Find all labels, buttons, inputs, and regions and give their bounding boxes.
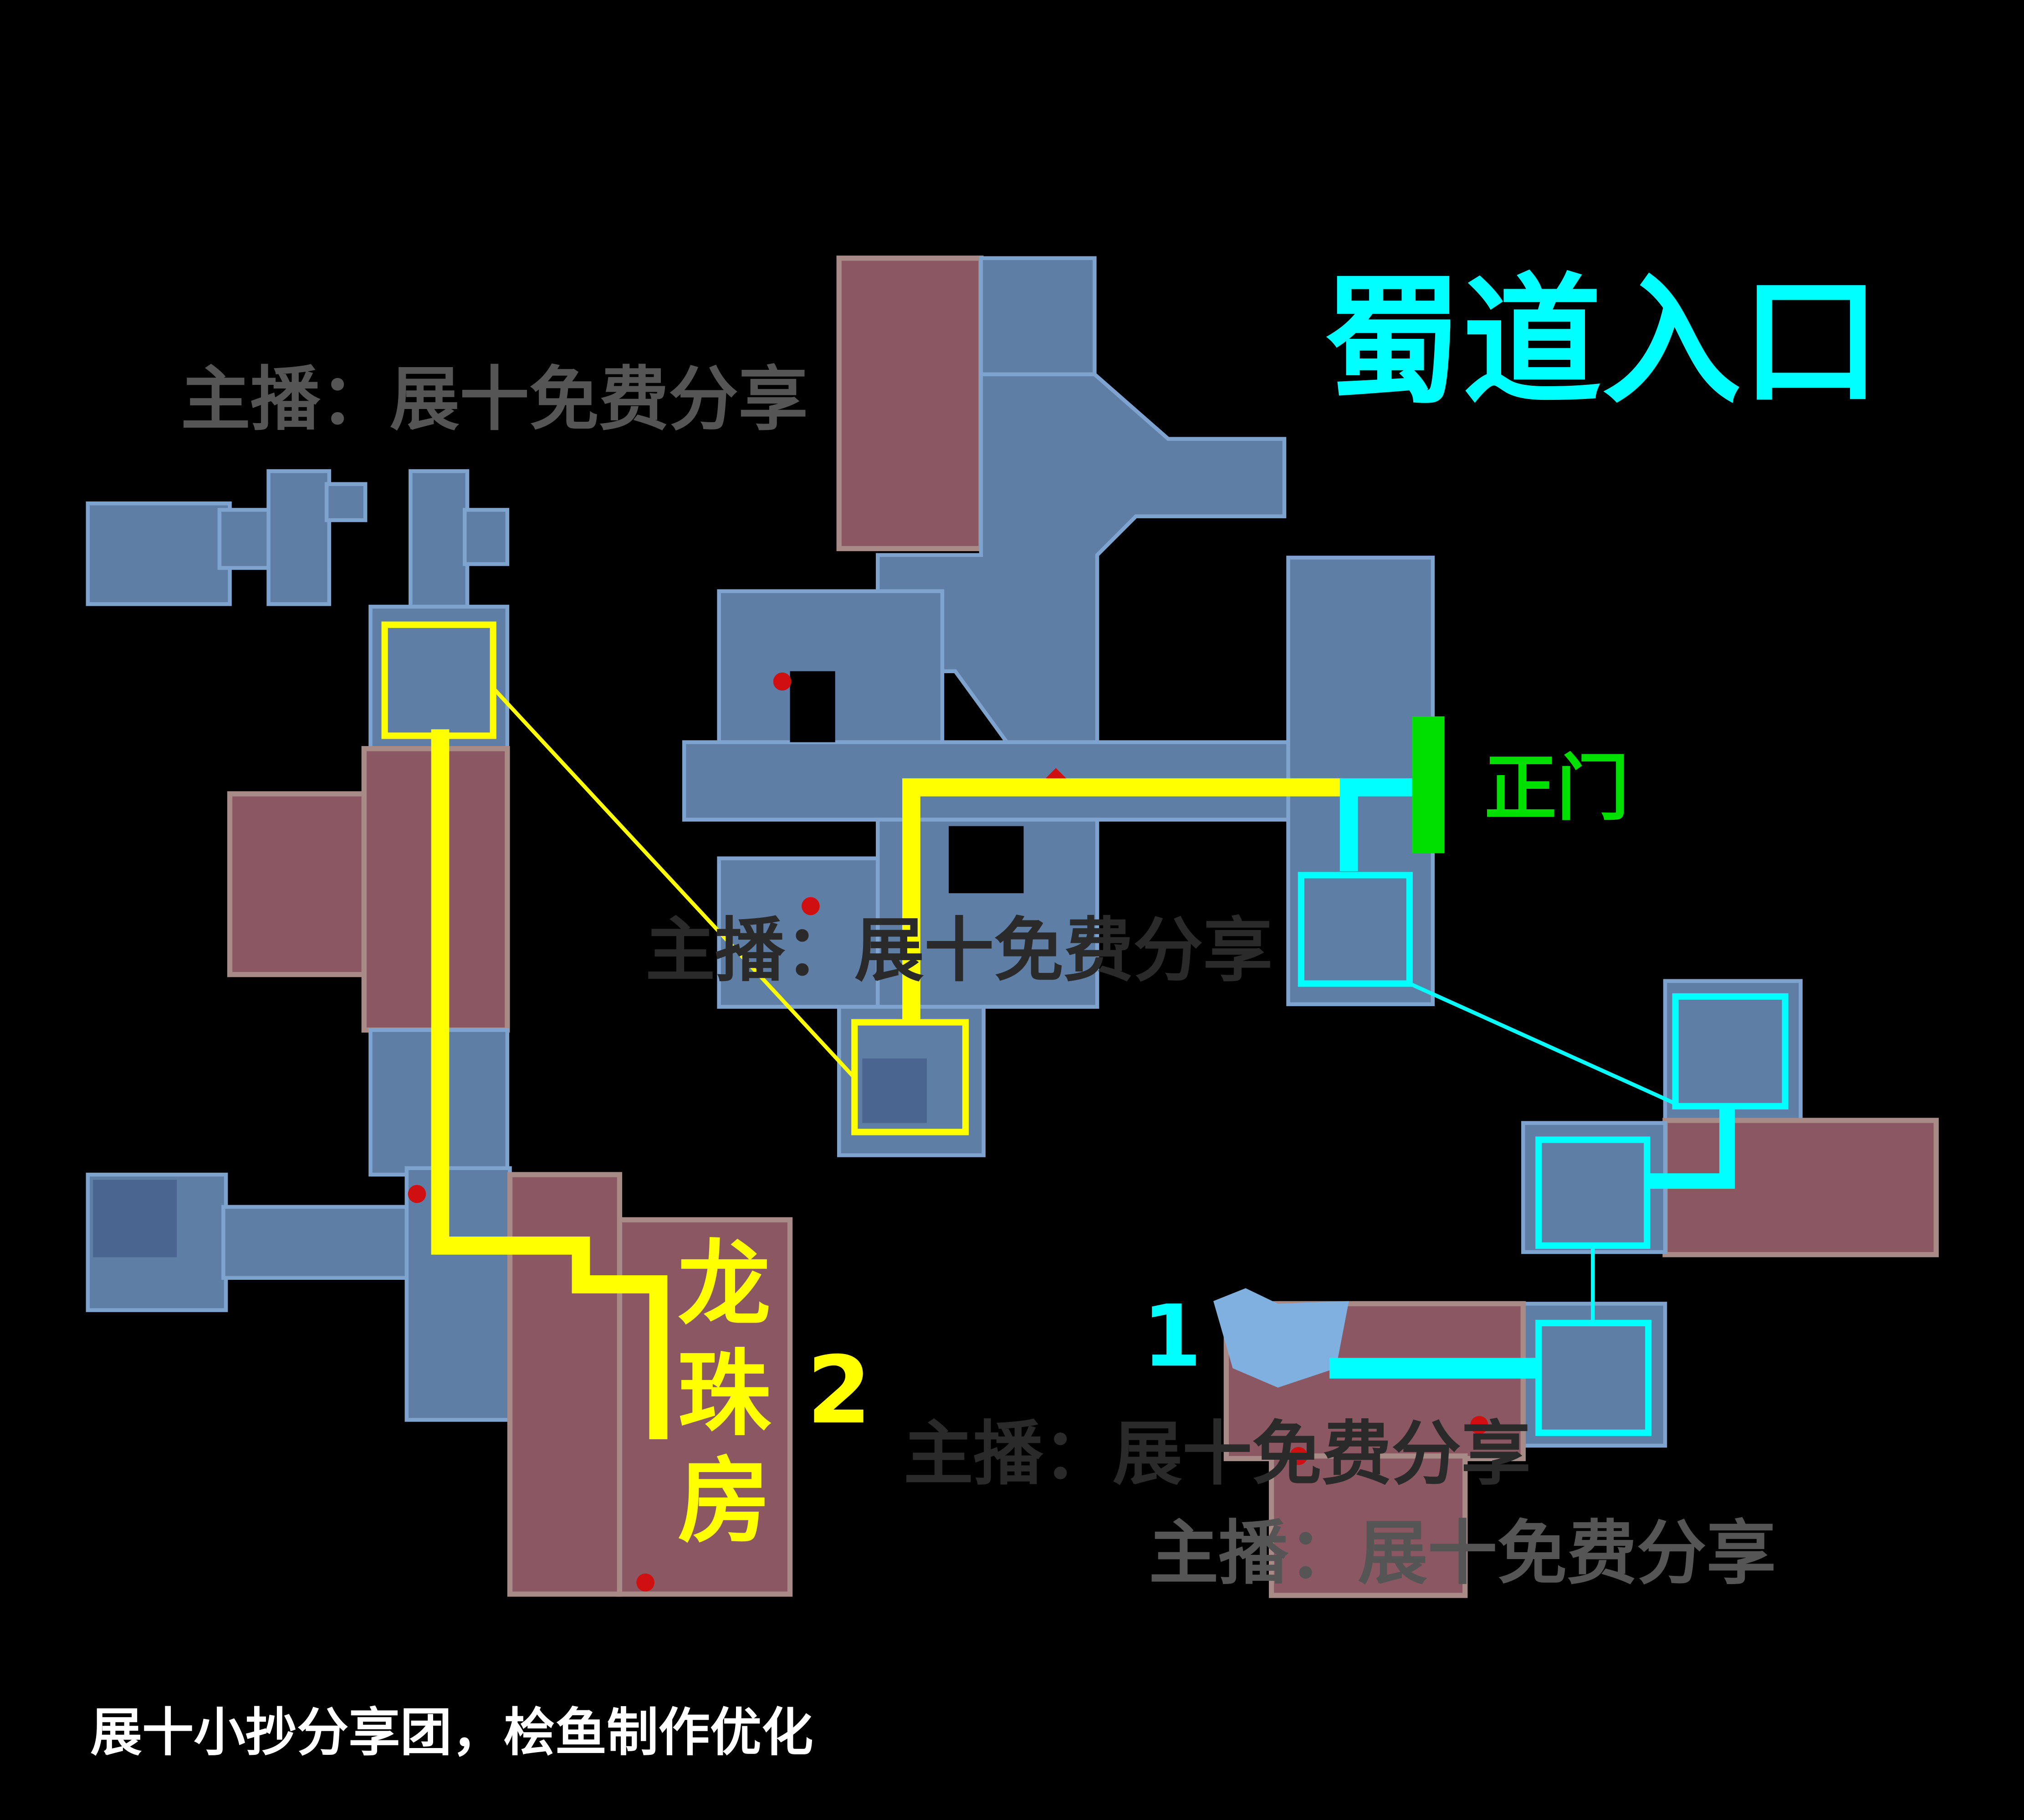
room-label-char: 龙 (678, 1231, 771, 1339)
boss-statue-icon (1213, 1288, 1349, 1388)
door-marker-icon (1043, 768, 1069, 781)
map-title: 蜀道入口 (1323, 261, 1881, 423)
cyan-route (1298, 778, 1789, 1436)
yellow-route (381, 621, 1343, 1439)
door-marker-icon (1289, 1447, 1308, 1465)
room-label-char: 房 (678, 1448, 771, 1556)
door-marker-icon (1470, 1416, 1488, 1434)
red-room (227, 791, 381, 977)
marker-one: 1 (1142, 1287, 1201, 1386)
main-entrance-marker (1412, 716, 1445, 854)
door-marker-icon (636, 1573, 654, 1592)
entrance-label: 正门 (1484, 746, 1629, 830)
watermark: 主播：展十免费分享 (904, 1414, 1531, 1495)
footer-credit: 展十小抄分享团，桧鱼制作优化 (90, 1702, 813, 1763)
watermark: 主播：展十免费分享 (645, 910, 1273, 992)
marker-two: 2 (807, 1337, 871, 1445)
room-label-char: 珠 (678, 1341, 772, 1449)
watermark: 主播：展十免费分享 (181, 359, 808, 440)
door-marker-icon (773, 672, 792, 691)
door-marker-icon (408, 1185, 426, 1203)
watermark: 主播：展十免费分享 (1149, 1513, 1776, 1594)
door-markers (408, 672, 1488, 1592)
door-marker-icon (802, 897, 820, 915)
middle-cluster (682, 256, 1435, 1157)
right-cluster (1213, 979, 1939, 1598)
